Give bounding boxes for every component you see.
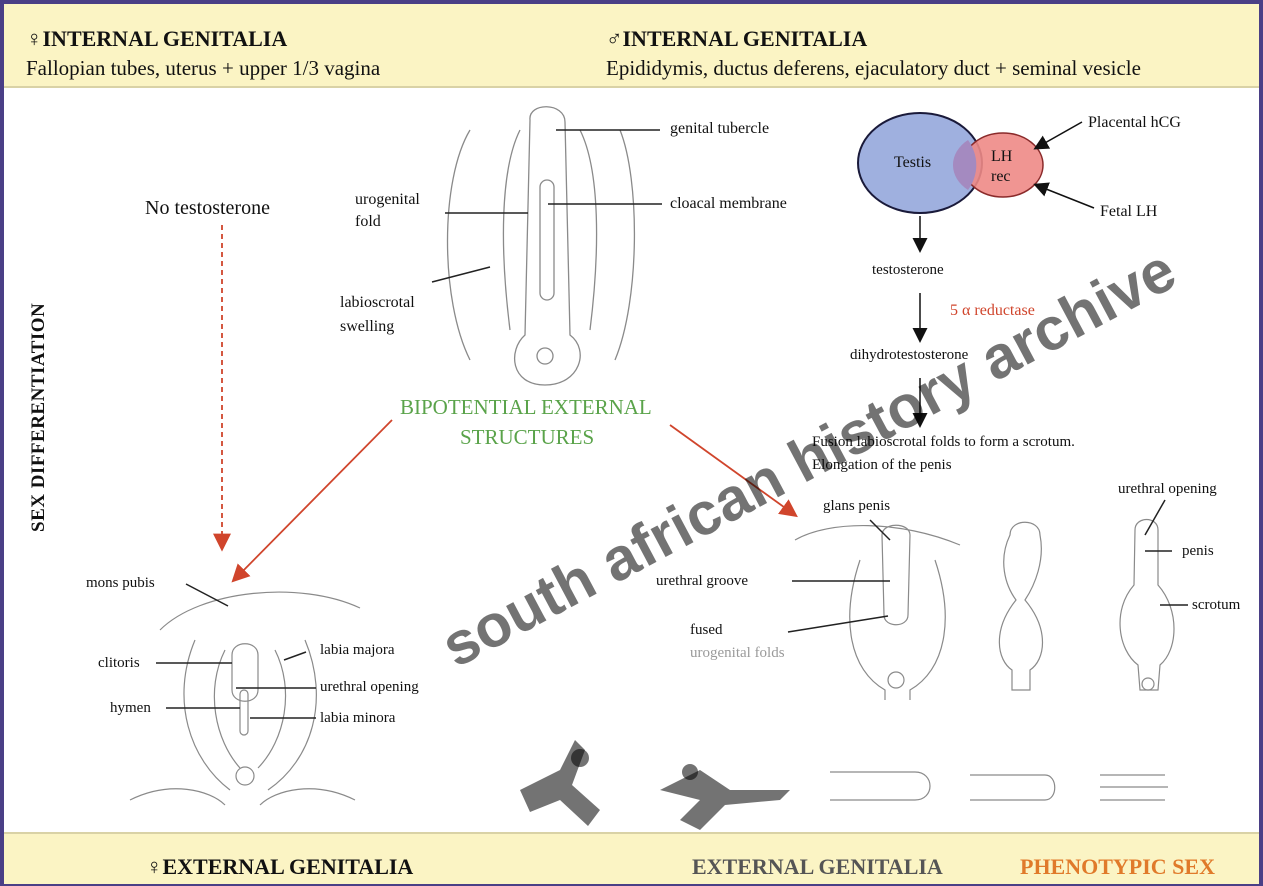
bipotential-structure-drawing	[448, 107, 635, 385]
urogenital-fold-label-line2: fold	[355, 213, 381, 231]
male-urethral-opening-label: urethral opening	[1118, 481, 1217, 498]
fetal-lh-label: Fetal LH	[1100, 203, 1157, 221]
lh-receptor-label-line2: rec	[991, 168, 1011, 186]
labia-minora-label: labia minora	[320, 710, 395, 727]
glans-penis-label: glans penis	[823, 498, 890, 515]
scrotum-label: scrotum	[1192, 597, 1240, 614]
urethral-groove-label: urethral groove	[656, 573, 748, 590]
watermark-figures	[520, 740, 790, 830]
lh-receptor-label-line1: LH	[991, 148, 1012, 166]
female-urethral-opening-label: urethral opening	[320, 679, 419, 696]
genital-tubercle-label: genital tubercle	[670, 120, 769, 138]
fused-label-line2: urogenital folds	[690, 645, 785, 662]
clitoris-label: clitoris	[98, 655, 140, 672]
bipotential-title-line2: STRUCTURES	[460, 425, 594, 450]
urogenital-fold-label-line1: urogenital	[355, 191, 420, 209]
testis-lh-receptor-drawing	[858, 113, 1043, 213]
fused-label-line1: fused	[690, 622, 723, 639]
labioscrotal-label-line1: labioscrotal	[340, 294, 415, 312]
cloacal-membrane-label: cloacal membrane	[670, 195, 787, 213]
testis-label: Testis	[894, 154, 931, 172]
male-external-drawings	[795, 520, 1174, 801]
mons-pubis-label: mons pubis	[86, 575, 155, 592]
female-external-drawing	[130, 592, 360, 805]
no-testosterone-label: No testosterone	[145, 197, 270, 220]
penis-label: penis	[1182, 543, 1214, 560]
bipotential-title-line1: BIPOTENTIAL EXTERNAL	[400, 395, 652, 420]
testosterone-label: testosterone	[872, 262, 944, 279]
placental-hcg-label: Placental hCG	[1088, 114, 1181, 132]
labioscrotal-label-line2: swelling	[340, 318, 394, 336]
hymen-label: hymen	[110, 700, 151, 717]
labia-majora-label: labia majora	[320, 642, 395, 659]
